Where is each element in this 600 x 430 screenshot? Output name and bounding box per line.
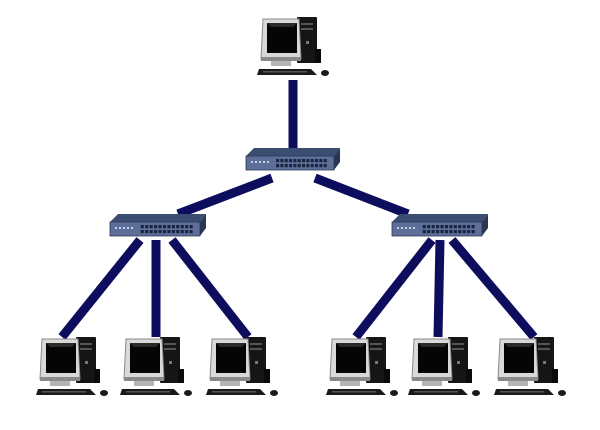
desktop-computer-icon <box>494 337 566 396</box>
pc-4-computer <box>326 337 398 396</box>
cable-switch-right-to-pc-5 <box>433 239 445 338</box>
cables-layer <box>58 80 538 340</box>
switch-left-switch <box>109 214 206 237</box>
desktop-computer-icon <box>206 337 278 396</box>
cable-switch-left-to-pc-3 <box>168 237 252 340</box>
desktop-computer-icon <box>120 337 192 396</box>
desktop-computer-icon <box>36 337 108 396</box>
pc-2-computer <box>120 337 192 396</box>
devices-layer <box>36 17 566 396</box>
desktop-computer-icon <box>408 337 480 396</box>
network-switch-icon <box>109 214 206 237</box>
pc-1-computer <box>36 337 108 396</box>
pc-3-computer <box>206 337 278 396</box>
network-switch-icon <box>245 148 340 171</box>
cable-switch-right-to-pc-6 <box>448 237 538 340</box>
root-pc-computer <box>257 17 329 76</box>
cable-core-switch-to-switch-left <box>176 173 274 219</box>
switch-right-switch <box>391 214 488 237</box>
cable-switch-right-to-pc-4 <box>352 237 436 340</box>
desktop-computer-icon <box>257 17 329 76</box>
cable-core-switch-to-switch-right <box>313 173 410 219</box>
desktop-computer-icon <box>326 337 398 396</box>
pc-6-computer <box>494 337 566 396</box>
cable-switch-left-to-pc-1 <box>58 237 144 340</box>
pc-5-computer <box>408 337 480 396</box>
core-switch-switch <box>245 148 340 171</box>
network-switch-icon <box>391 214 488 237</box>
